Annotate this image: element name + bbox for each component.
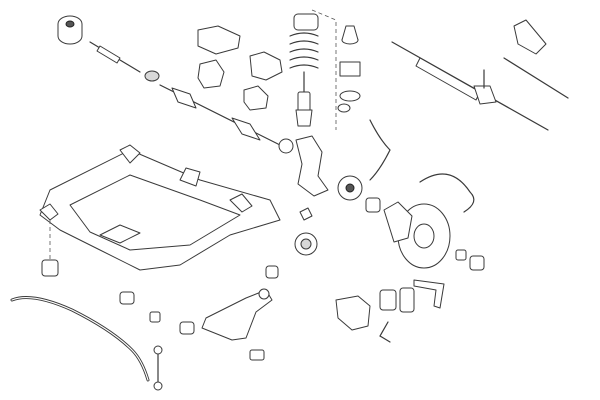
bushing-icon [119, 291, 195, 335]
subframe-icon [39, 144, 281, 271]
coil-spring-icon [289, 13, 319, 69]
wheel-hub-icon [294, 175, 381, 256]
tie-rod-icon [89, 41, 160, 82]
steering-knuckle-icon [295, 135, 329, 197]
stabilizer-bar-icon [10, 296, 150, 382]
bushing-icon [41, 220, 59, 277]
shock-absorber-icon [295, 71, 313, 127]
drive-shaft-icon [159, 84, 294, 154]
brake-hose-icon [419, 173, 475, 213]
brake-disc-icon [383, 201, 451, 269]
top-mount-icon [57, 15, 83, 45]
assembly-guide-line [311, 9, 337, 130]
abs-sensor-icon [299, 119, 391, 221]
top-mount-icon [337, 25, 361, 113]
brake-caliper-icon [335, 295, 371, 331]
ball-joint-icon [265, 249, 485, 279]
steering-rack-icon [391, 41, 549, 131]
cv-boot-icon [197, 25, 283, 111]
cv-boot-icon [503, 19, 569, 99]
stabilizer-link-icon [153, 345, 163, 391]
control-arm-icon [201, 288, 273, 361]
brake-pads-icon [379, 279, 445, 343]
